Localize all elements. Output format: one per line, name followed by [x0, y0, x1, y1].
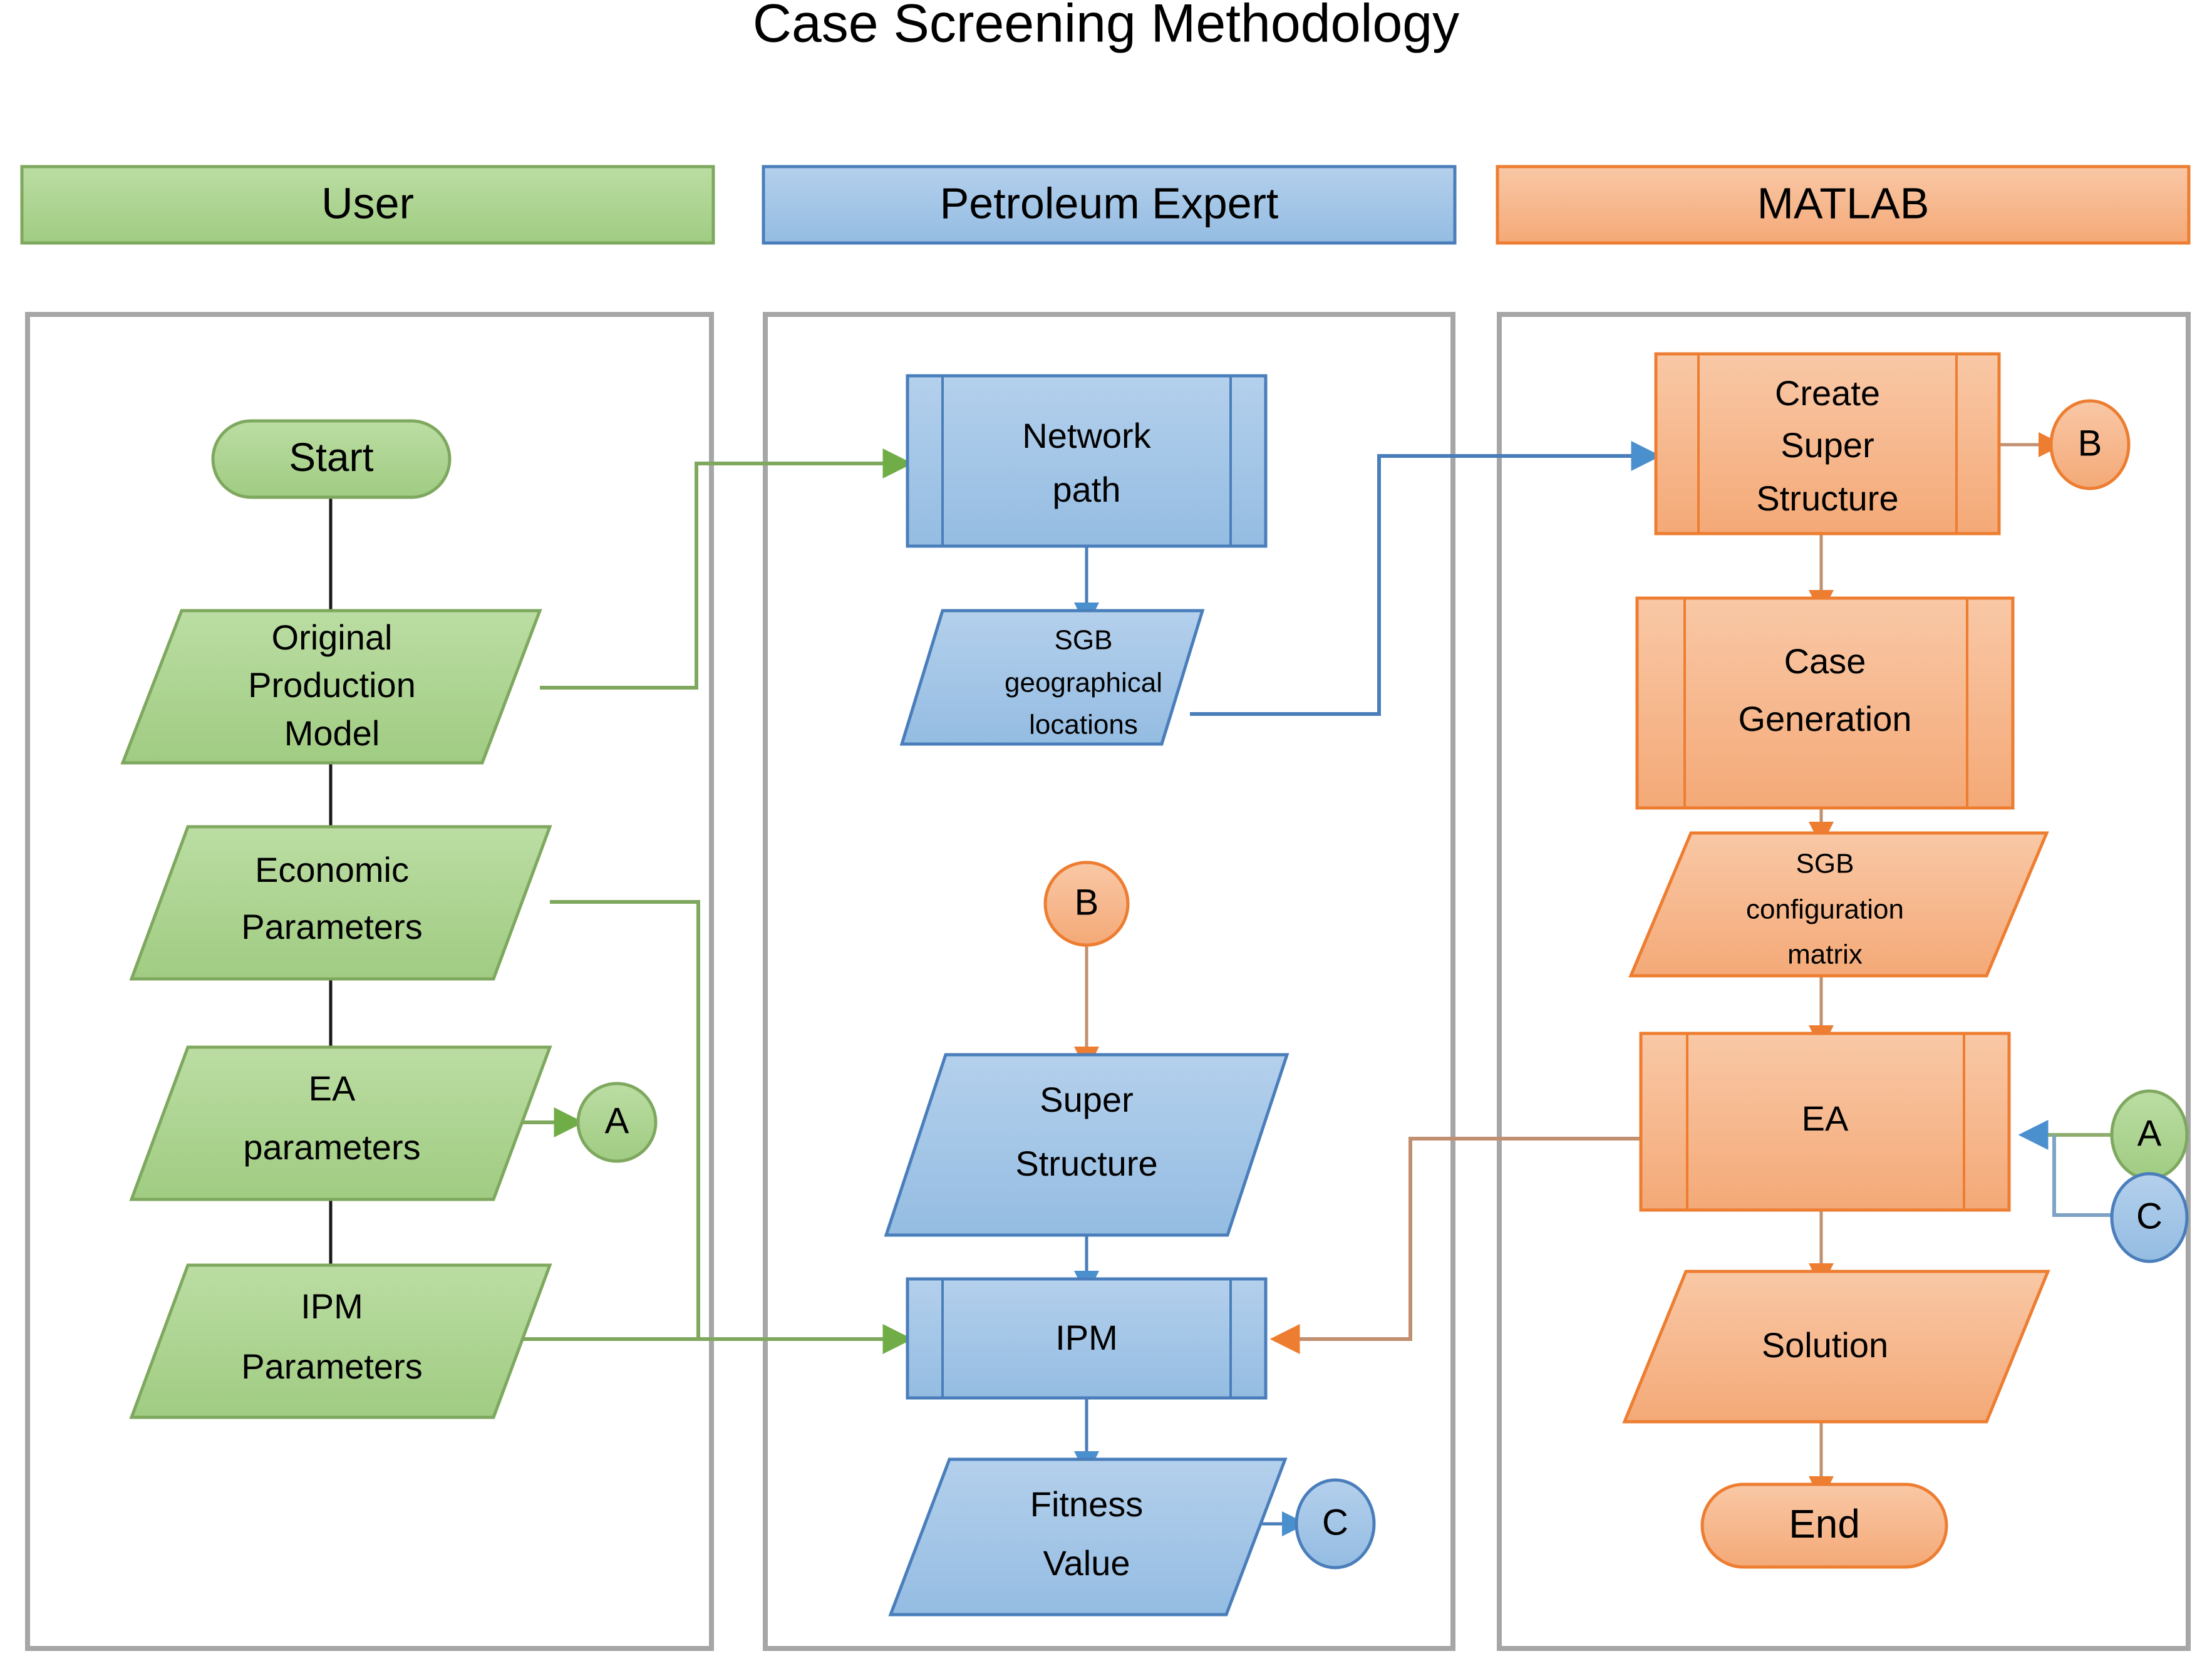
node-economic-parameters[interactable]: Economic Parameters — [129, 825, 552, 981]
node-ea-parameters-line2: parameters — [243, 1127, 420, 1167]
node-sgb-geographical-locations[interactable]: SGB geographical locations — [899, 609, 1205, 746]
page-title: Case Screening Methodology — [753, 0, 1459, 54]
connector-c-in-label: C — [2136, 1196, 2163, 1236]
node-original-production-model-line2: Production — [248, 665, 416, 705]
node-economic-parameters-line1: Economic — [255, 850, 409, 889]
node-ipm-parameters-line2: Parameters — [241, 1347, 422, 1386]
node-ea-parameters[interactable]: EA parameters — [129, 1045, 552, 1201]
connector-c-out[interactable]: C — [1295, 1478, 1376, 1570]
connector-a-out-label: A — [605, 1100, 629, 1141]
node-ipm-parameters-line1: IPM — [301, 1286, 363, 1326]
node-create-super-structure[interactable]: Create Super Structure — [1654, 352, 2001, 536]
node-fitness-value-line2: Value — [1043, 1543, 1130, 1583]
node-create-super-structure-line3: Structure — [1756, 479, 1898, 518]
node-sgb-geo-line3: locations — [1029, 710, 1138, 740]
node-create-super-structure-line2: Super — [1780, 425, 1874, 465]
node-fitness-value-line1: Fitness — [1030, 1484, 1144, 1524]
lane-header-matlab: MATLAB — [1496, 165, 2191, 245]
lane-header-user-label: User — [321, 178, 414, 227]
node-ipm-label: IPM — [1055, 1318, 1118, 1357]
node-sgb-geo-line2: geographical — [1005, 668, 1162, 698]
node-ea[interactable]: EA — [1639, 1032, 2011, 1212]
node-case-generation-line2: Generation — [1738, 699, 1911, 738]
node-economic-parameters-line2: Parameters — [241, 907, 422, 946]
lane-header-user: User — [20, 165, 715, 245]
connector-b-in[interactable]: B — [1043, 861, 1130, 947]
edge-original-to-network-path — [540, 448, 913, 690]
connector-c-out-label: C — [1322, 1502, 1348, 1543]
connector-c-in[interactable]: C — [2110, 1172, 2189, 1263]
node-super-structure-line1: Super — [1040, 1080, 1133, 1119]
node-end[interactable]: End — [1700, 1482, 1948, 1569]
node-network-path[interactable]: Network path — [906, 374, 1268, 548]
node-ipm[interactable]: IPM — [906, 1277, 1268, 1400]
node-super-structure-line2: Structure — [1015, 1144, 1157, 1183]
node-super-structure[interactable]: Super Structure — [884, 1053, 1289, 1237]
node-sgb-config-line3: matrix — [1787, 939, 1863, 970]
lane-header-matlab-label: MATLAB — [1757, 178, 1930, 227]
connector-b-out-label: B — [2078, 423, 2102, 463]
lane-body-user — [25, 312, 714, 1651]
connector-a-in-label: A — [2137, 1113, 2162, 1154]
connector-b-out[interactable]: B — [2049, 399, 2131, 490]
node-solution-label: Solution — [1762, 1325, 1888, 1365]
node-original-production-model[interactable]: Original Production Model — [120, 609, 542, 765]
node-network-path-line2: path — [1053, 470, 1121, 509]
node-end-label: End — [1789, 1501, 1860, 1546]
node-original-production-model-line3: Model — [284, 713, 380, 753]
node-sgb-config-line2: configuration — [1746, 894, 1904, 925]
node-sgb-config-line1: SGB — [1796, 849, 1854, 879]
lane-header-petroleum-expert-label: Petroleum Expert — [940, 178, 1279, 227]
node-ipm-parameters[interactable]: IPM Parameters — [129, 1263, 552, 1419]
node-ea-label: EA — [1802, 1099, 1849, 1138]
node-network-path-line1: Network — [1022, 416, 1151, 455]
node-start[interactable]: Start — [211, 419, 452, 499]
node-fitness-value[interactable]: Fitness Value — [888, 1457, 1288, 1617]
node-solution[interactable]: Solution — [1622, 1270, 2050, 1424]
lane-body-petroleum-expert — [763, 312, 1455, 1651]
lane-header-petroleum-expert: Petroleum Expert — [762, 165, 1457, 245]
connector-b-in-label: B — [1075, 882, 1099, 923]
node-case-generation[interactable]: Case Generation — [1635, 596, 2015, 810]
connector-a-out[interactable]: A — [576, 1082, 658, 1163]
node-create-super-structure-line1: Create — [1775, 373, 1880, 413]
node-sgb-configuration-matrix[interactable]: SGB configuration matrix — [1628, 831, 2049, 978]
edge-sgb-geo-to-create-super-structure — [1190, 441, 1662, 716]
node-ea-parameters-line1: EA — [309, 1068, 356, 1108]
node-case-generation-line1: Case — [1784, 641, 1866, 681]
node-original-production-model-line1: Original — [272, 618, 393, 657]
connector-a-in[interactable]: A — [2110, 1089, 2189, 1181]
node-sgb-geo-line1: SGB — [1055, 625, 1113, 656]
lane-body-matlab — [1497, 312, 2191, 1651]
node-start-label: Start — [289, 435, 373, 480]
edge-ea-to-ipm — [1269, 1137, 1641, 1354]
